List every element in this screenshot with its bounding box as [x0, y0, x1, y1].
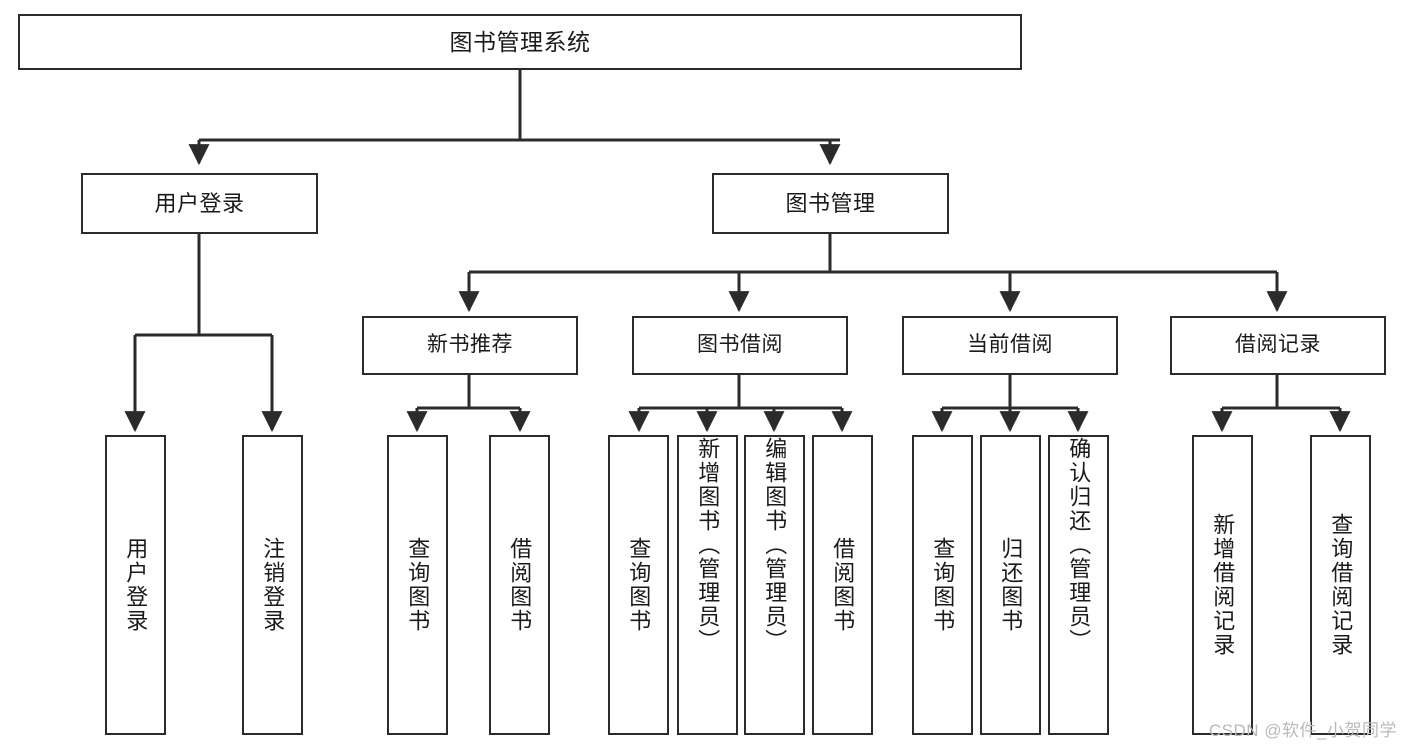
leaf-borrow-record-query[interactable]: 查询借阅记录: [1310, 435, 1371, 735]
node-book-borrow-label: 图书借阅: [697, 333, 783, 357]
node-current-borrow[interactable]: 当前借阅: [902, 316, 1118, 375]
node-root[interactable]: 图书管理系统: [18, 14, 1022, 70]
leaf-book-borrow-add-label: 新增图书（管理员）: [695, 437, 721, 653]
leaf-book-borrow-edit-label: 编辑图书（管理员）: [762, 437, 788, 653]
node-book-management-label: 图书管理: [785, 190, 876, 216]
leaf-borrow-record-add-label: 新增借阅记录: [1210, 513, 1236, 657]
leaf-book-borrow-edit[interactable]: 编辑图书（管理员）: [744, 435, 805, 735]
leaf-user-login-logout[interactable]: 注销登录: [242, 435, 303, 735]
node-user-login[interactable]: 用户登录: [81, 173, 318, 234]
node-root-label: 图书管理系统: [449, 28, 591, 55]
leaf-current-borrow-confirm-label: 确认归还（管理员）: [1066, 437, 1092, 653]
watermark-text: CSDN @软件_小贺同学: [1208, 721, 1397, 740]
leaf-book-borrow-add[interactable]: 新增图书（管理员）: [677, 435, 738, 735]
leaf-user-login-login-label: 用户登录: [123, 537, 149, 633]
leaf-book-borrow-borrow-label: 借阅图书: [830, 537, 856, 633]
leaf-borrow-record-query-label: 查询借阅记录: [1328, 513, 1354, 657]
leaf-current-borrow-return-label: 归还图书: [998, 537, 1024, 633]
leaf-borrow-record-add[interactable]: 新增借阅记录: [1192, 435, 1253, 735]
leaf-current-borrow-confirm[interactable]: 确认归还（管理员）: [1048, 435, 1109, 735]
leaf-book-borrow-borrow[interactable]: 借阅图书: [812, 435, 873, 735]
leaf-current-borrow-return[interactable]: 归还图书: [980, 435, 1041, 735]
node-book-management[interactable]: 图书管理: [712, 173, 949, 234]
leaf-current-borrow-query-label: 查询图书: [930, 537, 956, 633]
leaf-new-book-query-label: 查询图书: [405, 537, 431, 633]
leaf-new-book-borrow[interactable]: 借阅图书: [489, 435, 550, 735]
leaf-current-borrow-query[interactable]: 查询图书: [912, 435, 973, 735]
leaf-user-login-login[interactable]: 用户登录: [105, 435, 166, 735]
node-new-book-recommend-label: 新书推荐: [427, 333, 513, 357]
leaf-new-book-borrow-label: 借阅图书: [507, 537, 533, 633]
leaf-user-login-logout-label: 注销登录: [260, 537, 286, 633]
leaf-book-borrow-query[interactable]: 查询图书: [608, 435, 669, 735]
node-book-borrow[interactable]: 图书借阅: [632, 316, 848, 375]
node-current-borrow-label: 当前借阅: [967, 333, 1053, 357]
node-user-login-label: 用户登录: [154, 190, 245, 216]
node-borrow-record-label: 借阅记录: [1235, 333, 1321, 357]
leaf-new-book-query[interactable]: 查询图书: [387, 435, 448, 735]
node-new-book-recommend[interactable]: 新书推荐: [362, 316, 578, 375]
leaf-book-borrow-query-label: 查询图书: [626, 537, 652, 633]
node-borrow-record[interactable]: 借阅记录: [1170, 316, 1386, 375]
